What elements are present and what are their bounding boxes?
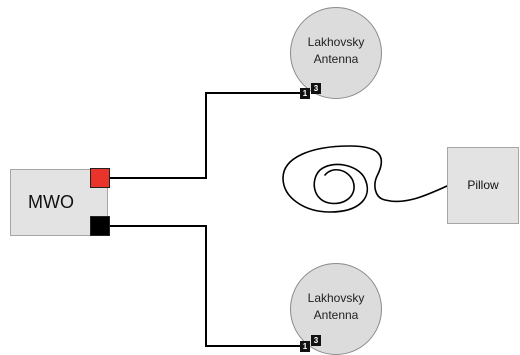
antenna-top-label-line2: Antenna [313, 52, 359, 66]
antenna-bottom[interactable] [290, 263, 382, 355]
antenna-top-label: Lakhovsky Antenna [290, 34, 382, 68]
mwo-label: MWO [28, 192, 74, 212]
antenna-top-pin-3: 3 [311, 83, 321, 94]
antenna-bottom-label-line1: Lakhovsky [307, 291, 365, 305]
wire-mwo-to-bottom-antenna [110, 225, 300, 347]
antenna-bottom-label: Lakhovsky Antenna [290, 290, 382, 324]
antenna-top[interactable] [290, 7, 382, 99]
antenna-bottom-label-line2: Antenna [313, 308, 359, 322]
wire-mwo-to-top-antenna [110, 92, 300, 179]
antenna-top-label-line1: Lakhovsky [307, 35, 365, 49]
coiled-wire [282, 145, 448, 213]
mwo-port-black[interactable] [90, 216, 110, 236]
pillow-box[interactable] [447, 147, 519, 224]
mwo-port-red[interactable] [90, 168, 110, 188]
antenna-bottom-pin-3: 3 [311, 335, 321, 346]
pillow-label: Pillow [467, 178, 499, 192]
antenna-bottom-pin-1: 1 [300, 341, 310, 352]
antenna-top-pin-1: 1 [300, 88, 310, 99]
